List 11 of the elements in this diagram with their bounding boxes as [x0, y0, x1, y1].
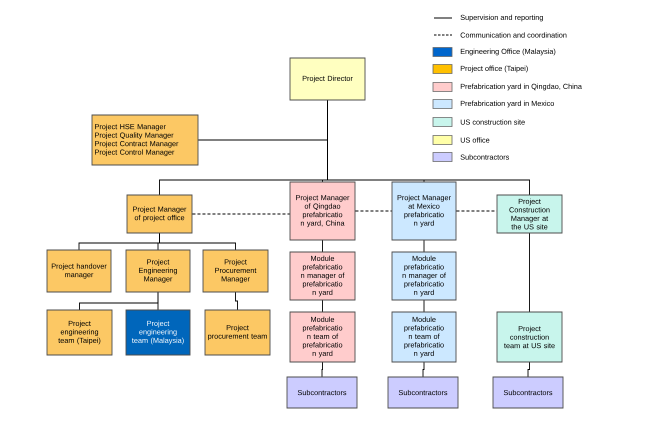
connector	[322, 240, 323, 252]
connector	[159, 233, 236, 250]
connector	[322, 300, 323, 312]
connector	[529, 233, 530, 312]
connector	[422, 362, 424, 377]
connector	[327, 100, 530, 195]
connector	[322, 362, 323, 377]
connector	[456, 210, 497, 212]
connector	[528, 362, 530, 377]
connector	[235, 292, 238, 310]
connector	[355, 210, 392, 212]
